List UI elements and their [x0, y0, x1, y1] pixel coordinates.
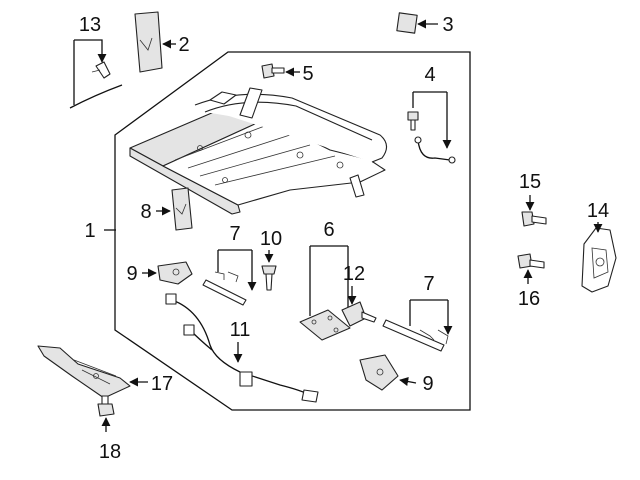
callout-13: 13	[79, 14, 101, 36]
callout-1: 1	[84, 220, 95, 242]
part-9-bracket-lower	[359, 354, 399, 391]
leader-9-lower	[399, 377, 417, 386]
leader-7-left	[217, 249, 252, 290]
callout-16: 16	[518, 288, 540, 310]
part-4-bolt-harness	[407, 111, 456, 164]
part-17-mount-plate	[37, 345, 131, 399]
callout-5: 5	[302, 63, 313, 85]
leader-4	[412, 91, 447, 148]
callout-9-upper: 9	[126, 263, 137, 285]
part-8-hardware-bag	[171, 187, 193, 231]
callout-8: 8	[140, 201, 151, 223]
convertible-top-frame	[129, 87, 388, 215]
part-3-label	[396, 12, 418, 34]
callout-18: 18	[99, 441, 121, 463]
part-11-wiring-harness	[165, 293, 319, 403]
leader-13	[73, 39, 102, 105]
callout-10: 10	[260, 228, 282, 250]
part-14-trim-plate	[581, 227, 617, 293]
callout-15: 15	[519, 171, 541, 193]
part-7-rod-right	[382, 319, 449, 352]
part-6-hinge	[299, 309, 351, 341]
callout-3: 3	[442, 14, 453, 36]
callout-11: 11	[230, 319, 251, 341]
part-9-bracket-upper	[157, 261, 193, 285]
callout-6: 6	[323, 219, 334, 241]
callout-4: 4	[424, 64, 435, 86]
callout-17: 17	[151, 373, 173, 395]
part-18-bolt	[97, 395, 115, 417]
part-2-hardware-bag	[134, 11, 163, 73]
callout-7-right: 7	[423, 273, 434, 295]
leader-7-right	[409, 299, 448, 334]
callout-9-lower: 9	[422, 373, 433, 395]
part-7-rod-left	[202, 271, 247, 306]
callout-2: 2	[178, 34, 189, 56]
callout-14: 14	[587, 200, 609, 222]
part-16-bolt	[517, 253, 545, 269]
part-12-latch	[341, 301, 377, 327]
part-15-bolt	[521, 211, 547, 227]
assembly-boundary	[114, 51, 471, 411]
part-13-clip-cable	[69, 61, 123, 109]
part-5-bolt	[261, 63, 285, 79]
callout-7-left: 7	[229, 223, 240, 245]
callout-12: 12	[343, 263, 365, 285]
part-10-screw	[261, 265, 277, 291]
